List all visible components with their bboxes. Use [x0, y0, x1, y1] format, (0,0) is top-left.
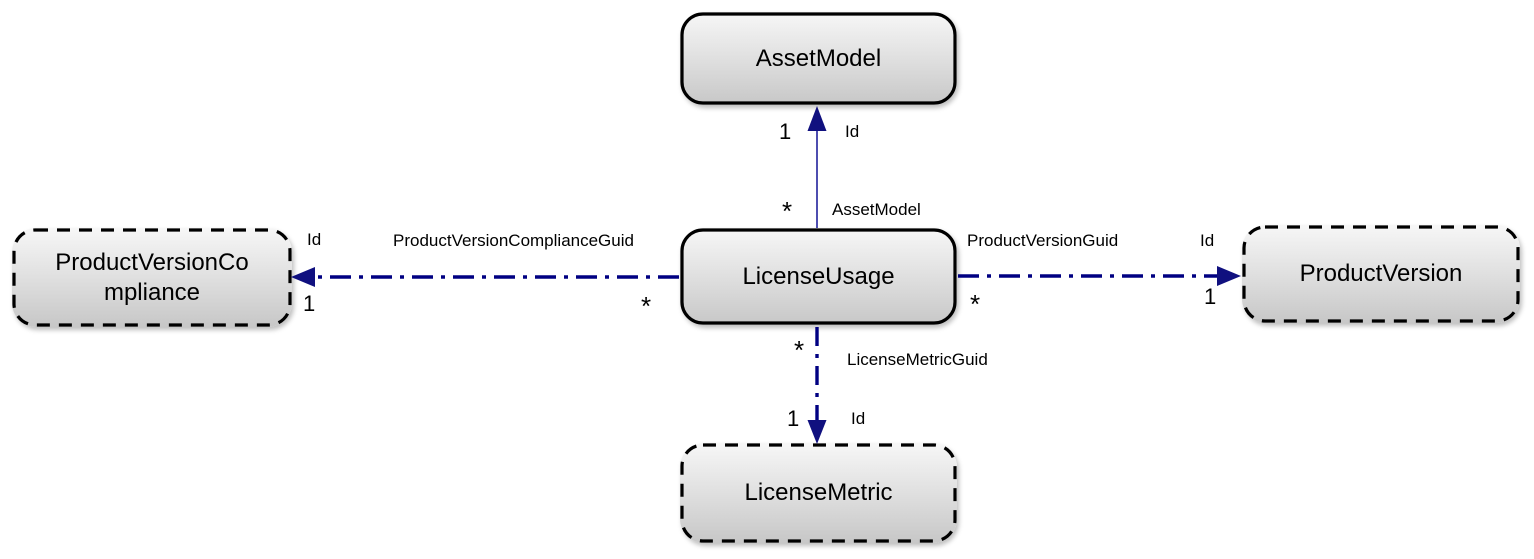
cardinality-many-productversion: *	[970, 289, 981, 319]
key-label-productversion: Id	[1200, 231, 1215, 250]
key-label-productversioncompliance: Id	[307, 230, 322, 249]
entity-label: AssetModel	[755, 44, 882, 72]
entity-license-usage[interactable]: LicenseUsage	[680, 228, 957, 325]
arrowhead-right-productversion-icon	[1217, 266, 1241, 286]
key-label-assetmodel: Id	[845, 122, 860, 141]
arrowhead-down-licensemetric-icon	[807, 420, 827, 444]
entity-product-version-compliance[interactable]: ProductVersionCompliance	[12, 228, 292, 327]
entity-label: LicenseUsage	[742, 262, 895, 290]
key-label-licensemetric: Id	[851, 409, 866, 428]
fk-property-label-productversion: ProductVersionGuid	[967, 231, 1119, 250]
entity-product-version[interactable]: ProductVersion	[1242, 225, 1520, 323]
entity-label: LicenseMetric	[744, 479, 893, 507]
cardinality-many-assetmodel: *	[782, 196, 793, 226]
entity-license-metric[interactable]: LicenseMetric	[680, 443, 957, 543]
entity-asset-model[interactable]: AssetModel	[680, 12, 957, 105]
cardinality-one-productversioncompliance: 1	[303, 291, 316, 316]
cardinality-one-licensemetric: 1	[787, 406, 800, 431]
fk-property-label-assetmodel: AssetModel	[832, 200, 921, 219]
cardinality-many-productversioncompliance: *	[641, 291, 652, 321]
arrowhead-up-assetmodel-icon	[807, 106, 827, 131]
fk-property-label-licensemetric: LicenseMetricGuid	[847, 350, 988, 369]
entity-label: ProductVersion	[1299, 260, 1463, 288]
arrowhead-left-productversioncompliance-icon	[291, 267, 315, 287]
cardinality-one-productversion: 1	[1204, 284, 1217, 309]
entity-label: ProductVersionCompliance	[55, 249, 249, 306]
cardinality-one-assetmodel: 1	[779, 119, 792, 144]
cardinality-many-licensemetric: *	[794, 335, 805, 365]
fk-property-label-productversioncompliance: ProductVersionComplianceGuid	[393, 231, 634, 250]
